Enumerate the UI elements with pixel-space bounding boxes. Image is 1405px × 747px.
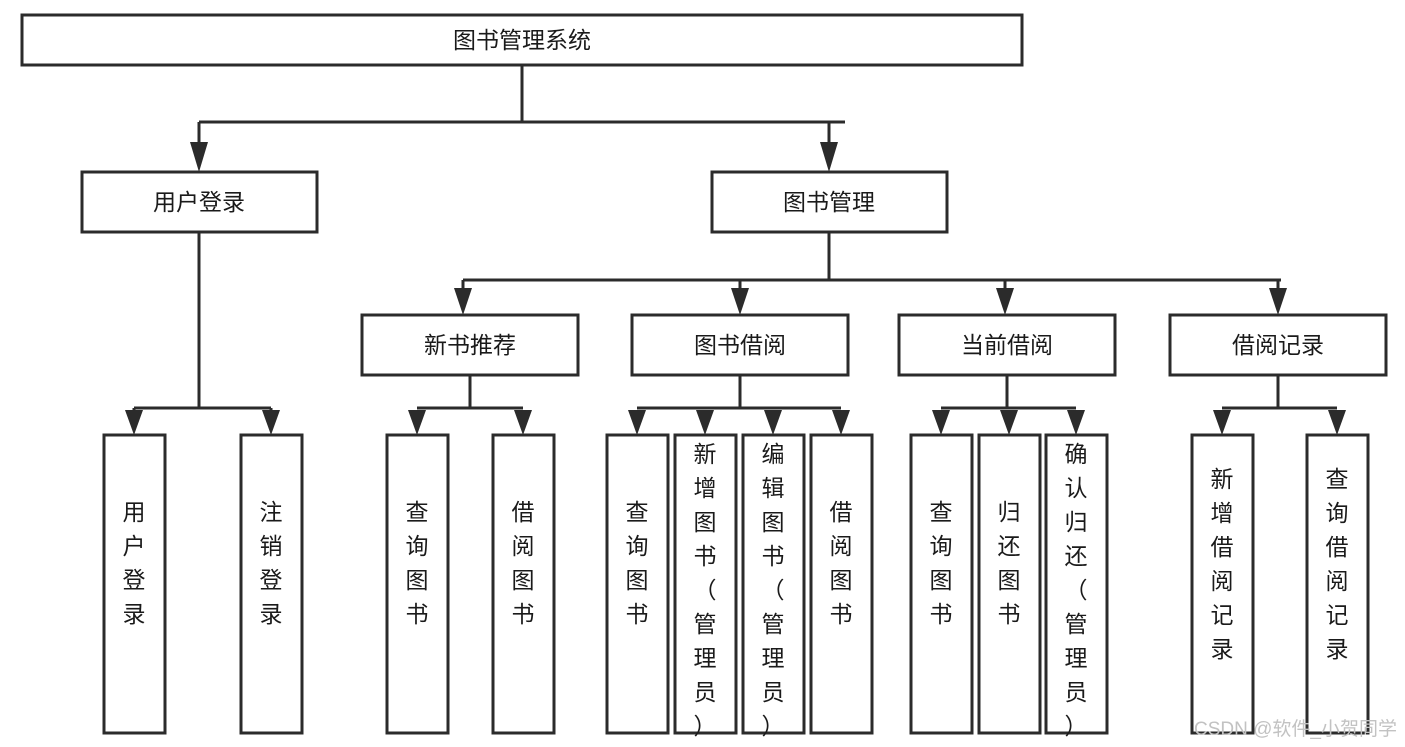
node-user-login-box[interactable] bbox=[80, 170, 319, 234]
leaf-confirm-return-box[interactable] bbox=[1044, 433, 1109, 735]
leaf-query-record-box[interactable] bbox=[1305, 433, 1370, 735]
leaf-query-book-1[interactable]: 查询图书 bbox=[385, 433, 450, 735]
arrowhead-book-manage bbox=[820, 142, 838, 172]
leaf-query-book-2[interactable]: 查询图书 bbox=[605, 433, 670, 735]
arrowhead-leaf-add-record bbox=[1213, 410, 1231, 435]
leaf-add-book-label: 新增图书（管理员） bbox=[694, 441, 717, 739]
node-root-box[interactable] bbox=[20, 13, 1024, 67]
leaf-edit-book-label: 编辑图书（管理员） bbox=[762, 441, 785, 739]
leaf-add-book[interactable]: 新增图书（管理员） bbox=[673, 433, 738, 739]
node-user-login-label: 用户登录 bbox=[153, 189, 245, 215]
arrowhead-leaf-borrow-book-1 bbox=[514, 410, 532, 435]
leaf-edit-book[interactable]: 编辑图书（管理员） bbox=[741, 433, 806, 739]
connector-group-current-borrow-to-leaves bbox=[932, 375, 1085, 435]
arrowhead-leaf-add-book bbox=[696, 410, 714, 435]
arrowhead-leaf-borrow-book-2 bbox=[832, 410, 850, 435]
leaf-borrow-book-1[interactable]: 借阅图书 bbox=[491, 433, 556, 735]
leaf-borrow-book-1-label: 借阅图书 bbox=[512, 499, 535, 627]
leaf-add-record-label: 新增借阅记录 bbox=[1211, 466, 1234, 662]
node-new-book-recommend-box[interactable] bbox=[360, 313, 580, 377]
leaf-query-book-2-label: 查询图书 bbox=[626, 499, 649, 627]
connector-group-book-borrow-to-leaves bbox=[628, 375, 850, 435]
leaf-user-login-label: 用户登录 bbox=[123, 499, 146, 627]
leaf-return-book-label: 归还图书 bbox=[998, 499, 1021, 627]
leaf-borrow-book-1-box[interactable] bbox=[491, 433, 556, 735]
node-new-book-recommend-label: 新书推荐 bbox=[424, 332, 516, 358]
leaf-query-book-1-box[interactable] bbox=[385, 433, 450, 735]
leaf-query-book-3-label: 查询图书 bbox=[930, 499, 953, 627]
leaf-logout-login-label: 注销登录 bbox=[260, 499, 283, 627]
arrowhead-leaf-edit-book bbox=[764, 410, 782, 435]
arrowhead-leaf-return-book bbox=[1000, 410, 1018, 435]
arrowhead-new-book-recommend bbox=[454, 288, 472, 315]
leaf-query-book-3[interactable]: 查询图书 bbox=[909, 433, 974, 735]
node-current-borrow-box[interactable] bbox=[897, 313, 1117, 377]
node-root-label: 图书管理系统 bbox=[453, 27, 591, 53]
connector-group-root-to-level2 bbox=[190, 65, 845, 172]
leaf-borrow-book-2-label: 借阅图书 bbox=[830, 499, 853, 627]
arrowhead-current-borrow bbox=[996, 288, 1014, 315]
node-borrow-record-box[interactable] bbox=[1168, 313, 1388, 377]
node-book-borrow-label: 图书借阅 bbox=[694, 332, 786, 358]
node-borrow-record[interactable]: 借阅记录 bbox=[1168, 313, 1388, 377]
connector-group-user-login-to-leaves bbox=[125, 232, 280, 435]
node-current-borrow-label: 当前借阅 bbox=[961, 332, 1053, 358]
leaf-logout-login-box[interactable] bbox=[239, 433, 304, 735]
node-book-borrow-box[interactable] bbox=[630, 313, 850, 377]
node-current-borrow[interactable]: 当前借阅 bbox=[897, 313, 1117, 377]
leaf-add-record-box[interactable] bbox=[1190, 433, 1255, 735]
leaf-query-book-1-label: 查询图书 bbox=[406, 499, 429, 627]
csdn-watermark: CSDN @软件_小贺同学 bbox=[1194, 718, 1397, 740]
leaf-add-book-box[interactable] bbox=[673, 433, 738, 735]
leaf-borrow-book-2[interactable]: 借阅图书 bbox=[809, 433, 874, 735]
node-book-manage-label: 图书管理 bbox=[783, 189, 875, 215]
arrowhead-leaf-query-book-3 bbox=[932, 410, 950, 435]
arrowhead-leaf-user-login bbox=[125, 410, 143, 435]
leaf-user-login[interactable]: 用户登录 bbox=[102, 433, 167, 735]
arrowhead-borrow-record bbox=[1269, 288, 1287, 315]
leaf-edit-book-box[interactable] bbox=[741, 433, 806, 735]
leaf-add-record[interactable]: 新增借阅记录 bbox=[1190, 433, 1255, 735]
leaf-query-record-label: 查询借阅记录 bbox=[1326, 466, 1349, 662]
arrowhead-leaf-query-book-2 bbox=[628, 410, 646, 435]
arrowhead-leaf-query-record bbox=[1328, 410, 1346, 435]
node-new-book-recommend[interactable]: 新书推荐 bbox=[360, 313, 580, 377]
leaf-query-book-3-box[interactable] bbox=[909, 433, 974, 735]
node-borrow-record-label: 借阅记录 bbox=[1232, 332, 1324, 358]
arrowhead-book-borrow bbox=[731, 288, 749, 315]
leaf-return-book-box[interactable] bbox=[977, 433, 1042, 735]
node-user-login[interactable]: 用户登录 bbox=[80, 170, 319, 234]
connector-group-new-book-recommend-to-leaves bbox=[408, 375, 532, 435]
node-book-borrow[interactable]: 图书借阅 bbox=[630, 313, 850, 377]
leaf-confirm-return[interactable]: 确认归还（管理员） bbox=[1044, 433, 1109, 739]
leaf-user-login-box[interactable] bbox=[102, 433, 167, 735]
node-book-manage[interactable]: 图书管理 bbox=[710, 170, 949, 234]
leaf-query-record[interactable]: 查询借阅记录 bbox=[1305, 433, 1370, 735]
connector-group-borrow-record-to-leaves bbox=[1213, 375, 1346, 435]
leaf-logout-login[interactable]: 注销登录 bbox=[239, 433, 304, 735]
arrowhead-user-login bbox=[190, 142, 208, 172]
leaf-return-book[interactable]: 归还图书 bbox=[977, 433, 1042, 735]
leaf-borrow-book-2-box[interactable] bbox=[809, 433, 874, 735]
arrowhead-leaf-logout-login bbox=[262, 410, 280, 435]
node-root[interactable]: 图书管理系统 bbox=[20, 13, 1024, 67]
arrowhead-leaf-query-book-1 bbox=[408, 410, 426, 435]
connector-group-book-manage-to-level3 bbox=[454, 232, 1287, 315]
node-book-manage-box[interactable] bbox=[710, 170, 949, 234]
arrowhead-leaf-confirm-return bbox=[1067, 410, 1085, 435]
leaf-confirm-return-label: 确认归还（管理员） bbox=[1065, 441, 1088, 739]
leaf-query-book-2-box[interactable] bbox=[605, 433, 670, 735]
